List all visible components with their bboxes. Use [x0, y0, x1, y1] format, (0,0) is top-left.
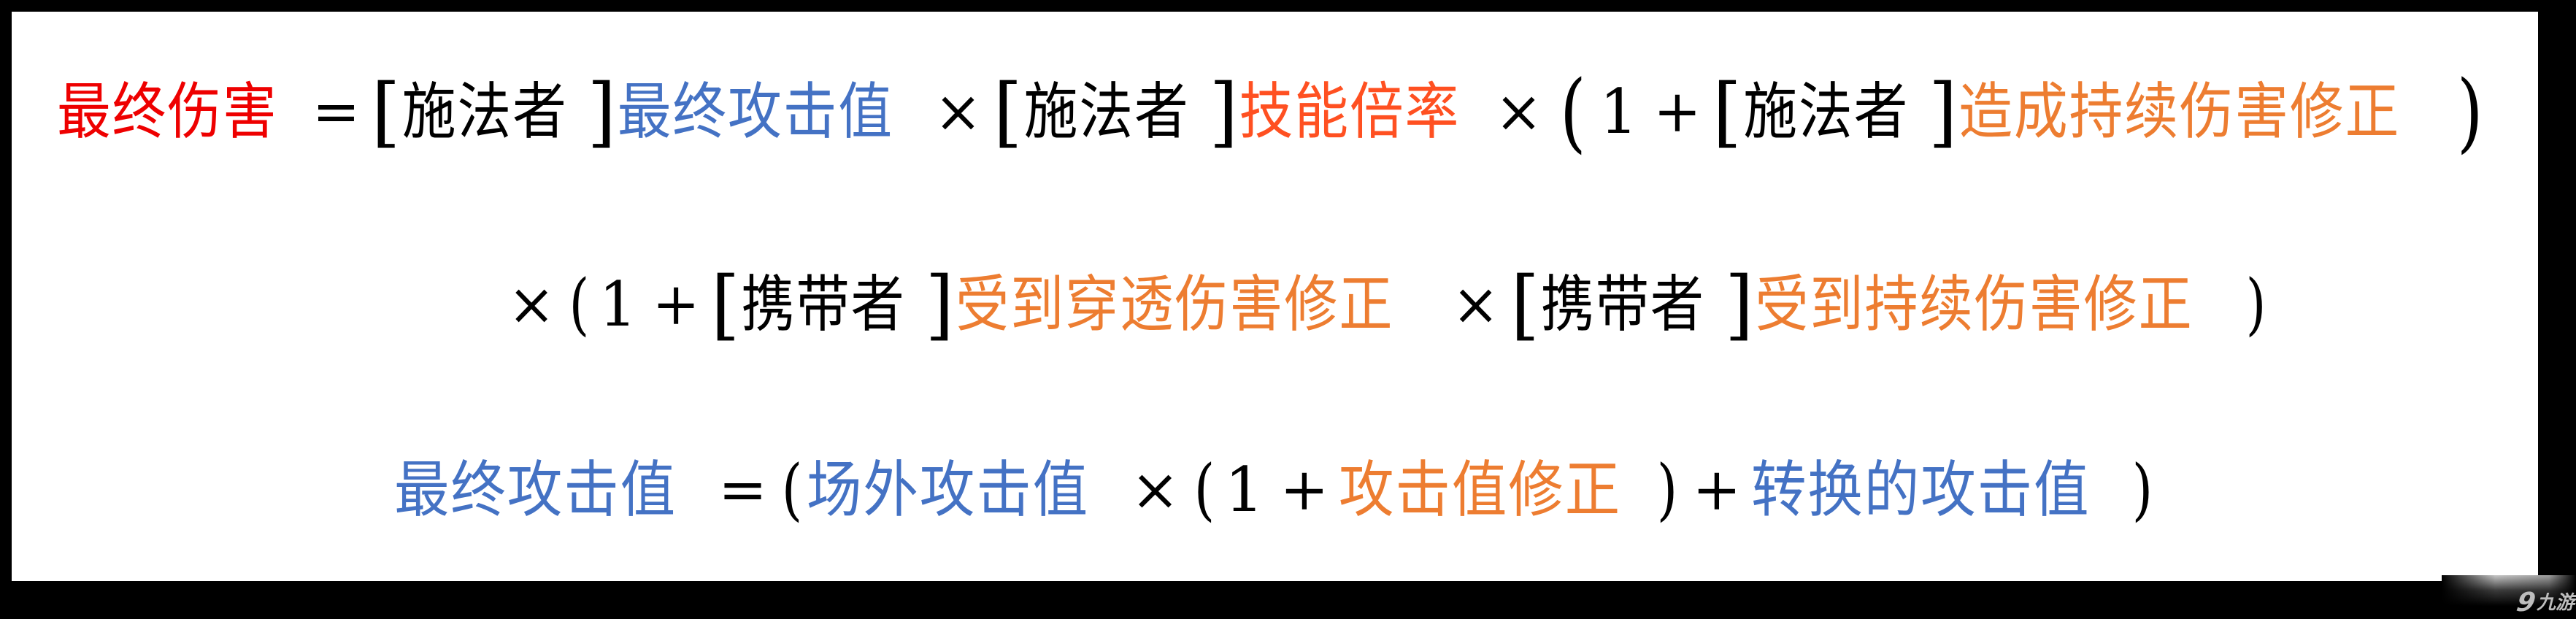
constant-one: 1	[599, 269, 637, 340]
formula-line-final-attack: 最终攻击值 = ( 场外攻击值 × ( 1 + 攻击值修正 ) + 转换的攻击值…	[394, 442, 2157, 537]
paren-open: (	[781, 450, 803, 528]
pierce-taken-modifier-term: 受到穿透伤害修正	[955, 269, 1393, 340]
bracket-close: ]	[1209, 67, 1239, 156]
caster-label: 施法者	[1742, 76, 1909, 147]
paren-open: (	[1560, 61, 1587, 162]
times-sign: ×	[1452, 270, 1500, 338]
watermark-gradient	[2442, 575, 2576, 619]
paren-close: )	[2456, 61, 2483, 162]
plus-sign: +	[1653, 77, 1702, 145]
paren-close: )	[2245, 265, 2267, 343]
bracket-open: [	[371, 67, 401, 156]
times-sign: ×	[507, 270, 555, 338]
paren-open: (	[1193, 450, 1215, 528]
paren-close: )	[1656, 450, 1678, 528]
dot-taken-modifier-term: 受到持续伤害修正	[1755, 269, 2194, 340]
bracket-open: [	[1712, 67, 1742, 156]
plus-sign: +	[1692, 455, 1742, 523]
attack-modifier-term: 攻击值修正	[1339, 454, 1622, 526]
skill-multiplier-term: 技能倍率	[1239, 76, 1461, 147]
bracket-close: ]	[1724, 260, 1754, 349]
bracket-open: [	[993, 67, 1023, 156]
bracket-open: [	[711, 260, 740, 349]
times-sign: ×	[1494, 77, 1543, 145]
bracket-close: ]	[1928, 67, 1958, 156]
bracket-open: [	[1510, 260, 1539, 349]
final-attack-term: 最终攻击值	[394, 454, 677, 526]
final-damage-term: 最终伤害	[57, 76, 278, 147]
times-sign: ×	[934, 77, 983, 145]
jiuyou-logo: 9 九游	[2514, 588, 2575, 618]
equals-sign: =	[312, 77, 361, 145]
dot-dealt-modifier-term: 造成持续伤害修正	[1958, 76, 2401, 147]
jiuyou-logo-icon: 9	[2514, 588, 2538, 618]
offfield-attack-term: 场外攻击值	[806, 454, 1089, 526]
watermark: 9 九游	[2442, 575, 2576, 619]
caster-label: 施法者	[1023, 76, 1190, 147]
formula-line-final-damage: 最终伤害 = [ 施法者 ] 最终攻击值 × [ 施法者 ] 技能倍率 × ( …	[57, 64, 2491, 159]
constant-one: 1	[1224, 454, 1264, 526]
paren-close: )	[2131, 450, 2153, 528]
caster-label: 施法者	[401, 76, 568, 147]
paren-open: (	[569, 265, 590, 343]
watermark-text: 九游	[2536, 592, 2575, 614]
bracket-close: ]	[587, 67, 617, 156]
plus-sign: +	[1280, 455, 1329, 523]
times-sign: ×	[1130, 455, 1180, 523]
carrier-label: 携带者	[741, 269, 906, 340]
formula-panel	[12, 12, 2538, 581]
equals-sign: =	[718, 455, 768, 523]
carrier-label: 携带者	[1540, 269, 1705, 340]
converted-attack-term: 转换的攻击值	[1751, 454, 2091, 526]
formula-line-continuation: × ( 1 + [ 携带者 ] 受到穿透伤害修正 × [ 携带者 ] 受到持续伤…	[498, 257, 2270, 352]
plus-sign: +	[652, 270, 700, 338]
bracket-close: ]	[925, 260, 954, 349]
final-attack-term: 最终攻击值	[618, 76, 894, 147]
constant-one: 1	[1599, 76, 1638, 147]
